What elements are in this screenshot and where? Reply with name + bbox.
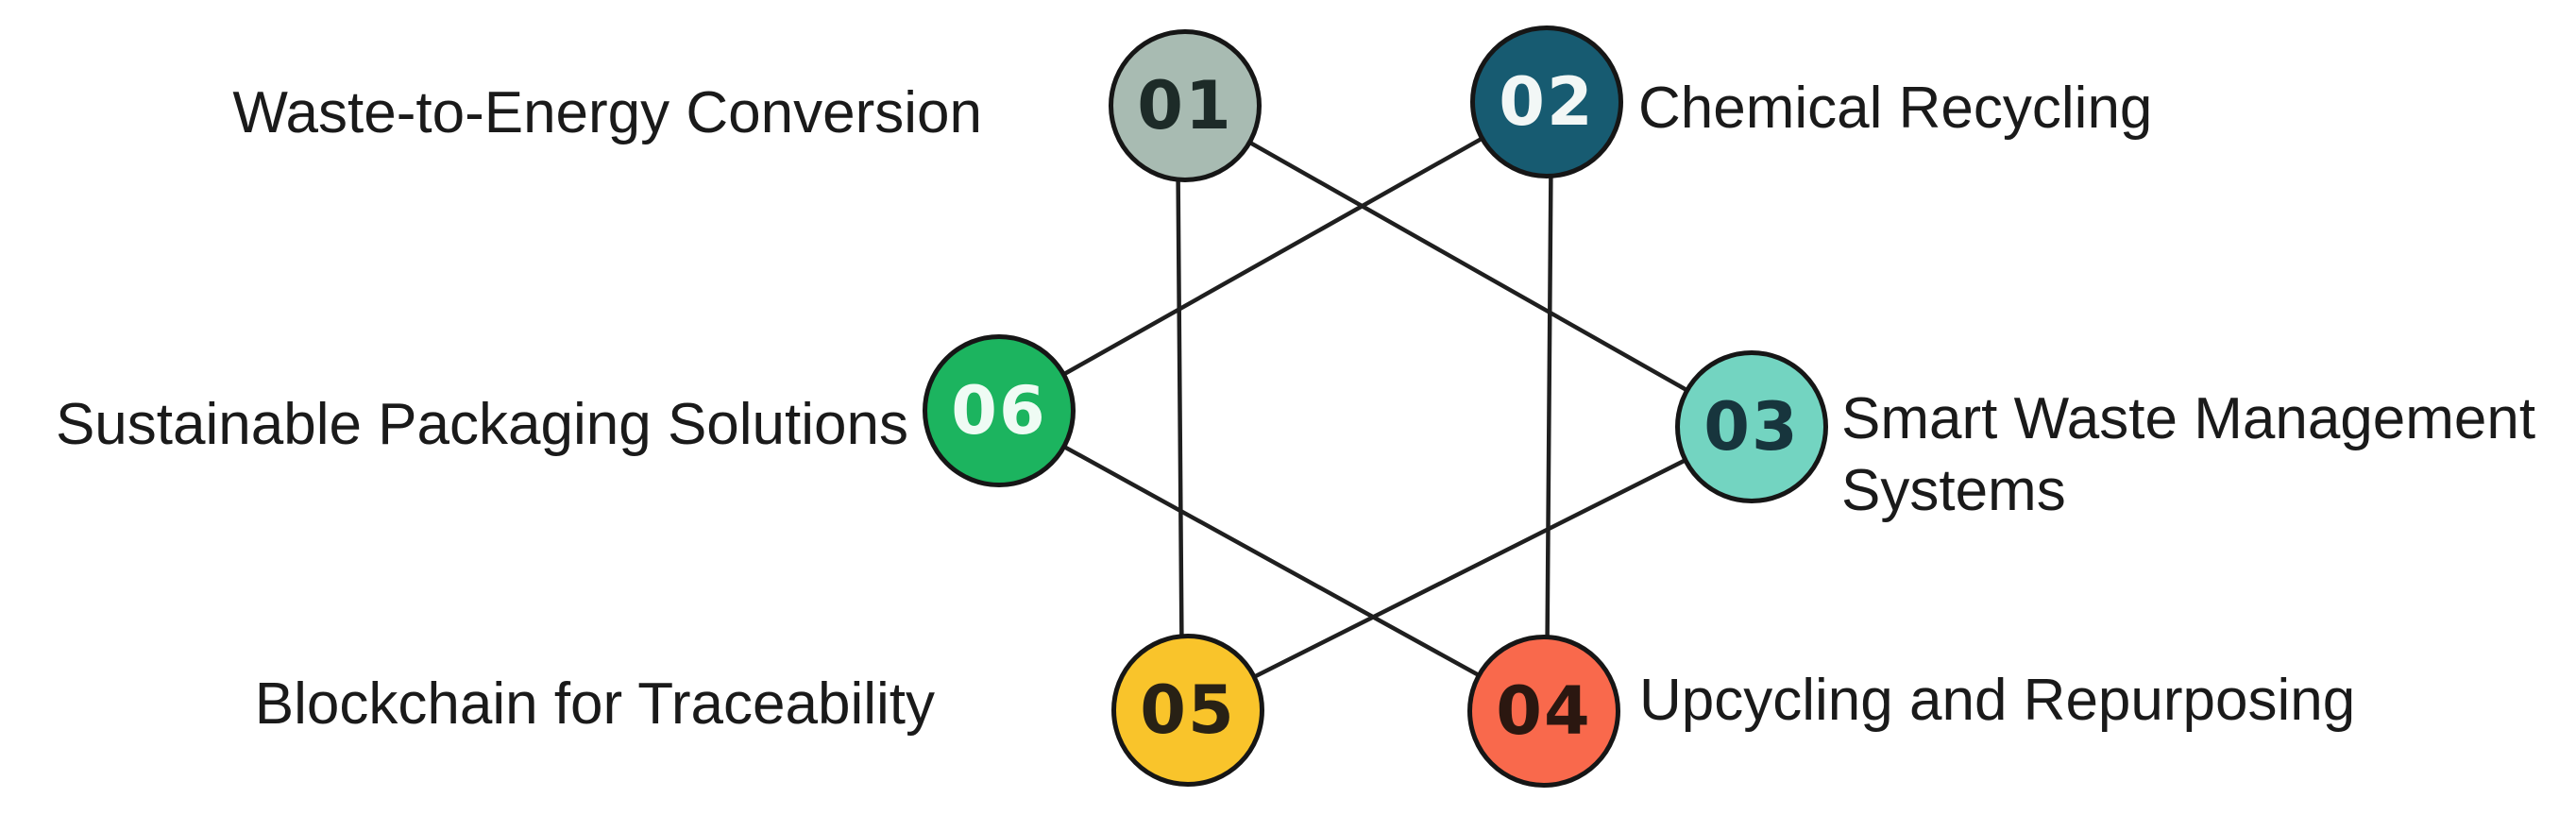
label-smart-waste-management: Smart Waste Management Systems — [1841, 386, 2536, 523]
connector-02-04 — [1544, 99, 1554, 714]
label-sustainable-packaging: Sustainable Packaging Solutions — [55, 392, 908, 457]
node-03-smart-waste: 03 — [1675, 350, 1828, 503]
label-upcycling-and-repurposing: Upcycling and Repurposing — [1639, 668, 2356, 733]
node-05-blockchain: 05 — [1111, 634, 1264, 787]
node-01-number: 01 — [1137, 67, 1233, 144]
connector-04-06 — [996, 408, 1547, 714]
connector-05-01 — [1175, 103, 1185, 713]
node-06-sustainable-packaging: 06 — [923, 334, 1076, 487]
node-05-number: 05 — [1140, 671, 1236, 749]
node-03-number: 03 — [1703, 388, 1800, 466]
node-04-upcycling: 04 — [1467, 635, 1620, 788]
label-chemical-recycling: Chemical Recycling — [1638, 76, 2153, 141]
node-02-chemical-recycling: 02 — [1470, 25, 1623, 178]
connector-06-02 — [996, 99, 1550, 414]
node-01-waste-to-energy: 01 — [1109, 29, 1262, 182]
connector-01-03 — [1182, 103, 1754, 430]
node-04-number: 04 — [1496, 672, 1592, 750]
node-02-number: 02 — [1499, 63, 1595, 141]
label-waste-to-energy-conversion: Waste-to-Energy Conversion — [232, 80, 982, 145]
node-06-number: 06 — [951, 372, 1047, 450]
connector-03-05 — [1185, 424, 1754, 713]
label-blockchain-for-traceability: Blockchain for Traceability — [254, 671, 935, 737]
